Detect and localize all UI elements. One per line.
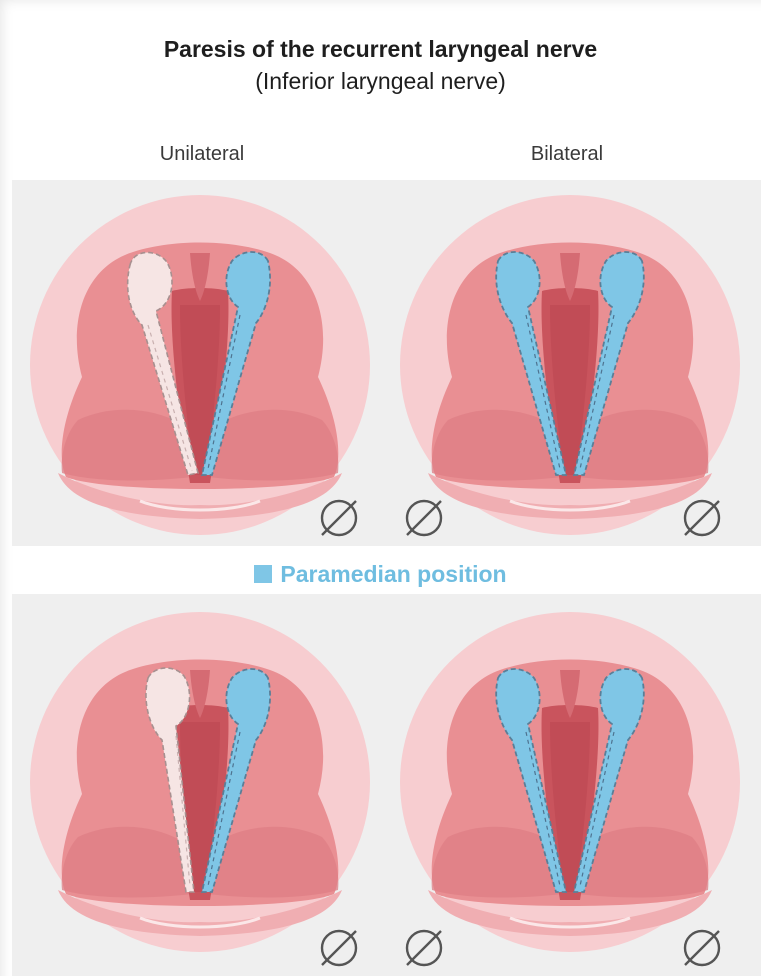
empty-set-icon [316,495,362,541]
paramedian-position-label: Paramedian position [0,561,761,588]
larynx-unilateral-bottom [30,612,370,952]
larynx-bilateral-bottom [400,612,740,952]
column-label-unilateral: Unilateral [52,143,352,166]
page-title: Paresis of the recurrent laryngeal nerve [0,36,761,63]
larynx-bilateral-top [400,195,740,535]
page-subtitle: (Inferior laryngeal nerve) [0,68,761,95]
column-label-bilateral: Bilateral [417,143,717,166]
empty-set-icon [679,925,725,971]
legend-swatch [254,565,272,583]
larynx-unilateral-top [30,195,370,535]
empty-set-icon [401,495,447,541]
empty-set-icon [679,495,725,541]
empty-set-icon [401,925,447,971]
empty-set-icon [316,925,362,971]
